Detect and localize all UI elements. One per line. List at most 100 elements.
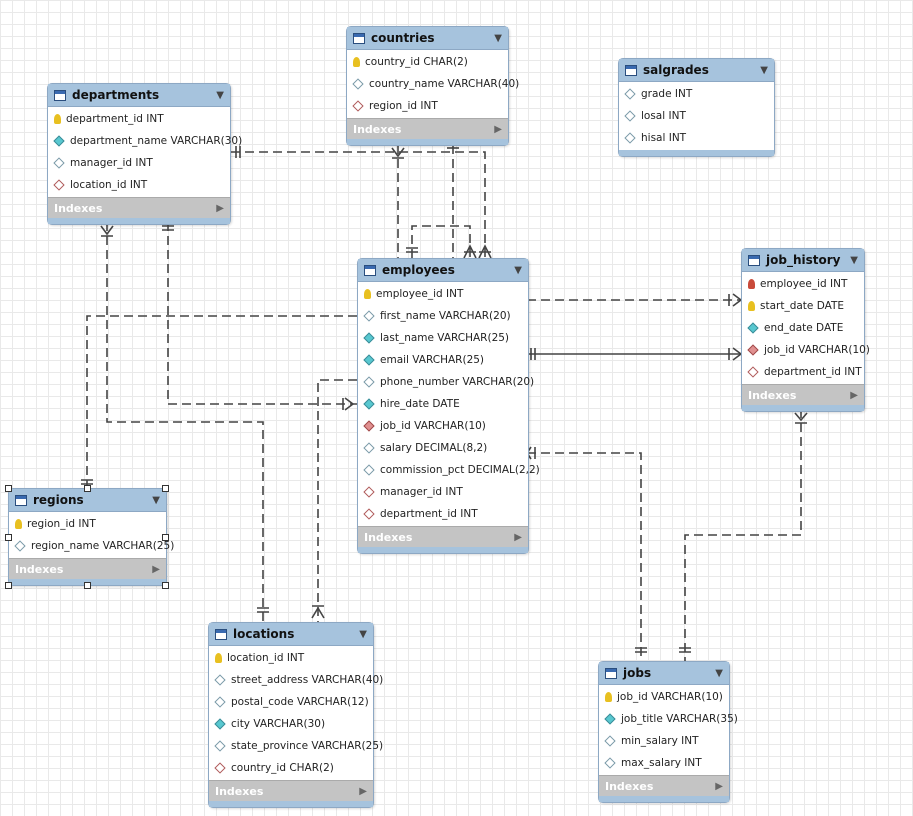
- indexes-section[interactable]: Indexes▶: [742, 384, 864, 405]
- collapse-caret-icon[interactable]: ▼: [514, 264, 522, 276]
- column-row[interactable]: job_id VARCHAR(10): [742, 339, 870, 361]
- column-row[interactable]: job_title VARCHAR(35): [599, 708, 738, 730]
- table-header[interactable]: job_history▼: [742, 249, 864, 272]
- selection-handle[interactable]: [5, 485, 12, 492]
- column-row[interactable]: losal INT: [619, 105, 774, 127]
- rel-departments-employees-line: [231, 151, 486, 258]
- table-footer: [358, 547, 528, 553]
- column-row[interactable]: employee_id INT: [742, 273, 864, 295]
- expand-arrow-icon[interactable]: ▶: [494, 123, 502, 135]
- column-row[interactable]: location_id INT: [48, 174, 230, 196]
- selection-handle[interactable]: [83, 582, 91, 589]
- table-header[interactable]: departments▼: [48, 84, 230, 107]
- indexes-section[interactable]: Indexes▶: [48, 197, 230, 218]
- column-row[interactable]: hisal INT: [619, 127, 774, 149]
- column-row[interactable]: department_name VARCHAR(30): [48, 130, 242, 152]
- indexes-section[interactable]: Indexes▶: [9, 558, 166, 579]
- table-header[interactable]: employees▼: [358, 259, 528, 282]
- selection-handle[interactable]: [162, 485, 169, 492]
- collapse-caret-icon[interactable]: ▼: [760, 64, 768, 76]
- table-header[interactable]: locations▼: [209, 623, 373, 646]
- column-row[interactable]: email VARCHAR(25): [358, 349, 528, 371]
- column-row[interactable]: hire_date DATE: [358, 393, 528, 415]
- expand-arrow-icon[interactable]: ▶: [359, 785, 367, 797]
- foreign-key-column-icon: [214, 762, 226, 774]
- column-row[interactable]: street_address VARCHAR(40): [209, 669, 383, 691]
- table-header[interactable]: salgrades ▼: [619, 59, 774, 82]
- collapse-caret-icon[interactable]: ▼: [715, 667, 723, 679]
- collapse-caret-icon[interactable]: ▼: [216, 89, 224, 101]
- column-row[interactable]: country_id CHAR(2): [347, 51, 508, 73]
- selection-handle[interactable]: [162, 582, 169, 589]
- column-row[interactable]: location_id INT: [209, 647, 373, 669]
- column-row[interactable]: department_id INT: [48, 108, 230, 130]
- column-row[interactable]: end_date DATE: [742, 317, 864, 339]
- column-row[interactable]: country_name VARCHAR(40): [347, 73, 519, 95]
- table-header[interactable]: jobs▼: [599, 662, 729, 685]
- column-row[interactable]: region_id INT: [347, 95, 508, 117]
- column-row[interactable]: postal_code VARCHAR(12): [209, 691, 373, 713]
- expand-arrow-icon[interactable]: ▶: [216, 202, 224, 214]
- column-row[interactable]: min_salary INT: [599, 730, 729, 752]
- column-row[interactable]: max_salary INT: [599, 752, 729, 774]
- table-job-history[interactable]: job_history▼employee_id INT start_date DA…: [741, 248, 870, 412]
- column-text: last_name VARCHAR(25): [380, 332, 510, 344]
- table-header[interactable]: regions▼: [9, 489, 166, 512]
- column-row[interactable]: last_name VARCHAR(25): [358, 327, 528, 349]
- indexes-section[interactable]: Indexes▶: [358, 526, 528, 547]
- column-text: region_id INT: [369, 100, 438, 112]
- expand-arrow-icon[interactable]: ▶: [152, 563, 160, 575]
- collapse-caret-icon[interactable]: ▼: [850, 254, 858, 266]
- indexes-section[interactable]: Indexes▶: [209, 780, 373, 801]
- selection-handle[interactable]: [162, 533, 169, 541]
- column-row[interactable]: country_id CHAR(2): [209, 757, 373, 779]
- column-row[interactable]: department_id INT: [742, 361, 864, 383]
- selection-handle[interactable]: [83, 485, 91, 492]
- table-footer: [742, 405, 864, 411]
- column-row[interactable]: manager_id INT: [358, 481, 528, 503]
- column-row[interactable]: first_name VARCHAR(20): [358, 305, 528, 327]
- column-row[interactable]: job_id VARCHAR(10): [358, 415, 528, 437]
- column-text: manager_id INT: [70, 157, 153, 169]
- table-name: salgrades: [643, 63, 709, 77]
- column-row[interactable]: region_name VARCHAR(25): [9, 535, 174, 557]
- expand-arrow-icon[interactable]: ▶: [715, 780, 723, 792]
- column-row[interactable]: job_id VARCHAR(10): [599, 686, 729, 708]
- column-text: country_id CHAR(2): [231, 762, 334, 774]
- indexes-section[interactable]: Indexes▶: [599, 775, 729, 796]
- table-footer: [347, 139, 508, 145]
- expand-arrow-icon[interactable]: ▶: [850, 389, 858, 401]
- column-row[interactable]: region_id INT: [9, 513, 166, 535]
- table-countries[interactable]: countries▼country_id CHAR(2)country_name…: [346, 26, 519, 146]
- selection-handle[interactable]: [5, 582, 12, 589]
- selection-handle[interactable]: [5, 533, 12, 541]
- collapse-caret-icon[interactable]: ▼: [152, 494, 160, 506]
- column-list: country_id CHAR(2)country_name VARCHAR(4…: [347, 50, 519, 118]
- column-row[interactable]: city VARCHAR(30): [209, 713, 373, 735]
- expand-arrow-icon[interactable]: ▶: [514, 531, 522, 543]
- key-icon: [748, 301, 755, 311]
- column-row[interactable]: commission_pct DECIMAL(2,2): [358, 459, 540, 481]
- column-text: start_date DATE: [760, 300, 845, 312]
- relationship-notation-mark: [728, 347, 743, 361]
- collapse-caret-icon[interactable]: ▼: [494, 32, 502, 44]
- table-header[interactable]: countries▼: [347, 27, 508, 50]
- column-row[interactable]: phone_number VARCHAR(20): [358, 371, 534, 393]
- column-row[interactable]: manager_id INT: [48, 152, 230, 174]
- column-row[interactable]: start_date DATE: [742, 295, 864, 317]
- collapse-caret-icon[interactable]: ▼: [359, 628, 367, 640]
- column-row[interactable]: state_province VARCHAR(25): [209, 735, 383, 757]
- column-row[interactable]: salary DECIMAL(8,2): [358, 437, 528, 459]
- table-jobs[interactable]: jobs▼job_id VARCHAR(10)job_title VARCHAR…: [598, 661, 738, 803]
- indexes-section[interactable]: Indexes▶: [347, 118, 508, 139]
- column-row[interactable]: employee_id INT: [358, 283, 528, 305]
- column-row[interactable]: grade INT: [619, 83, 774, 105]
- column-row[interactable]: department_id INT: [358, 503, 528, 525]
